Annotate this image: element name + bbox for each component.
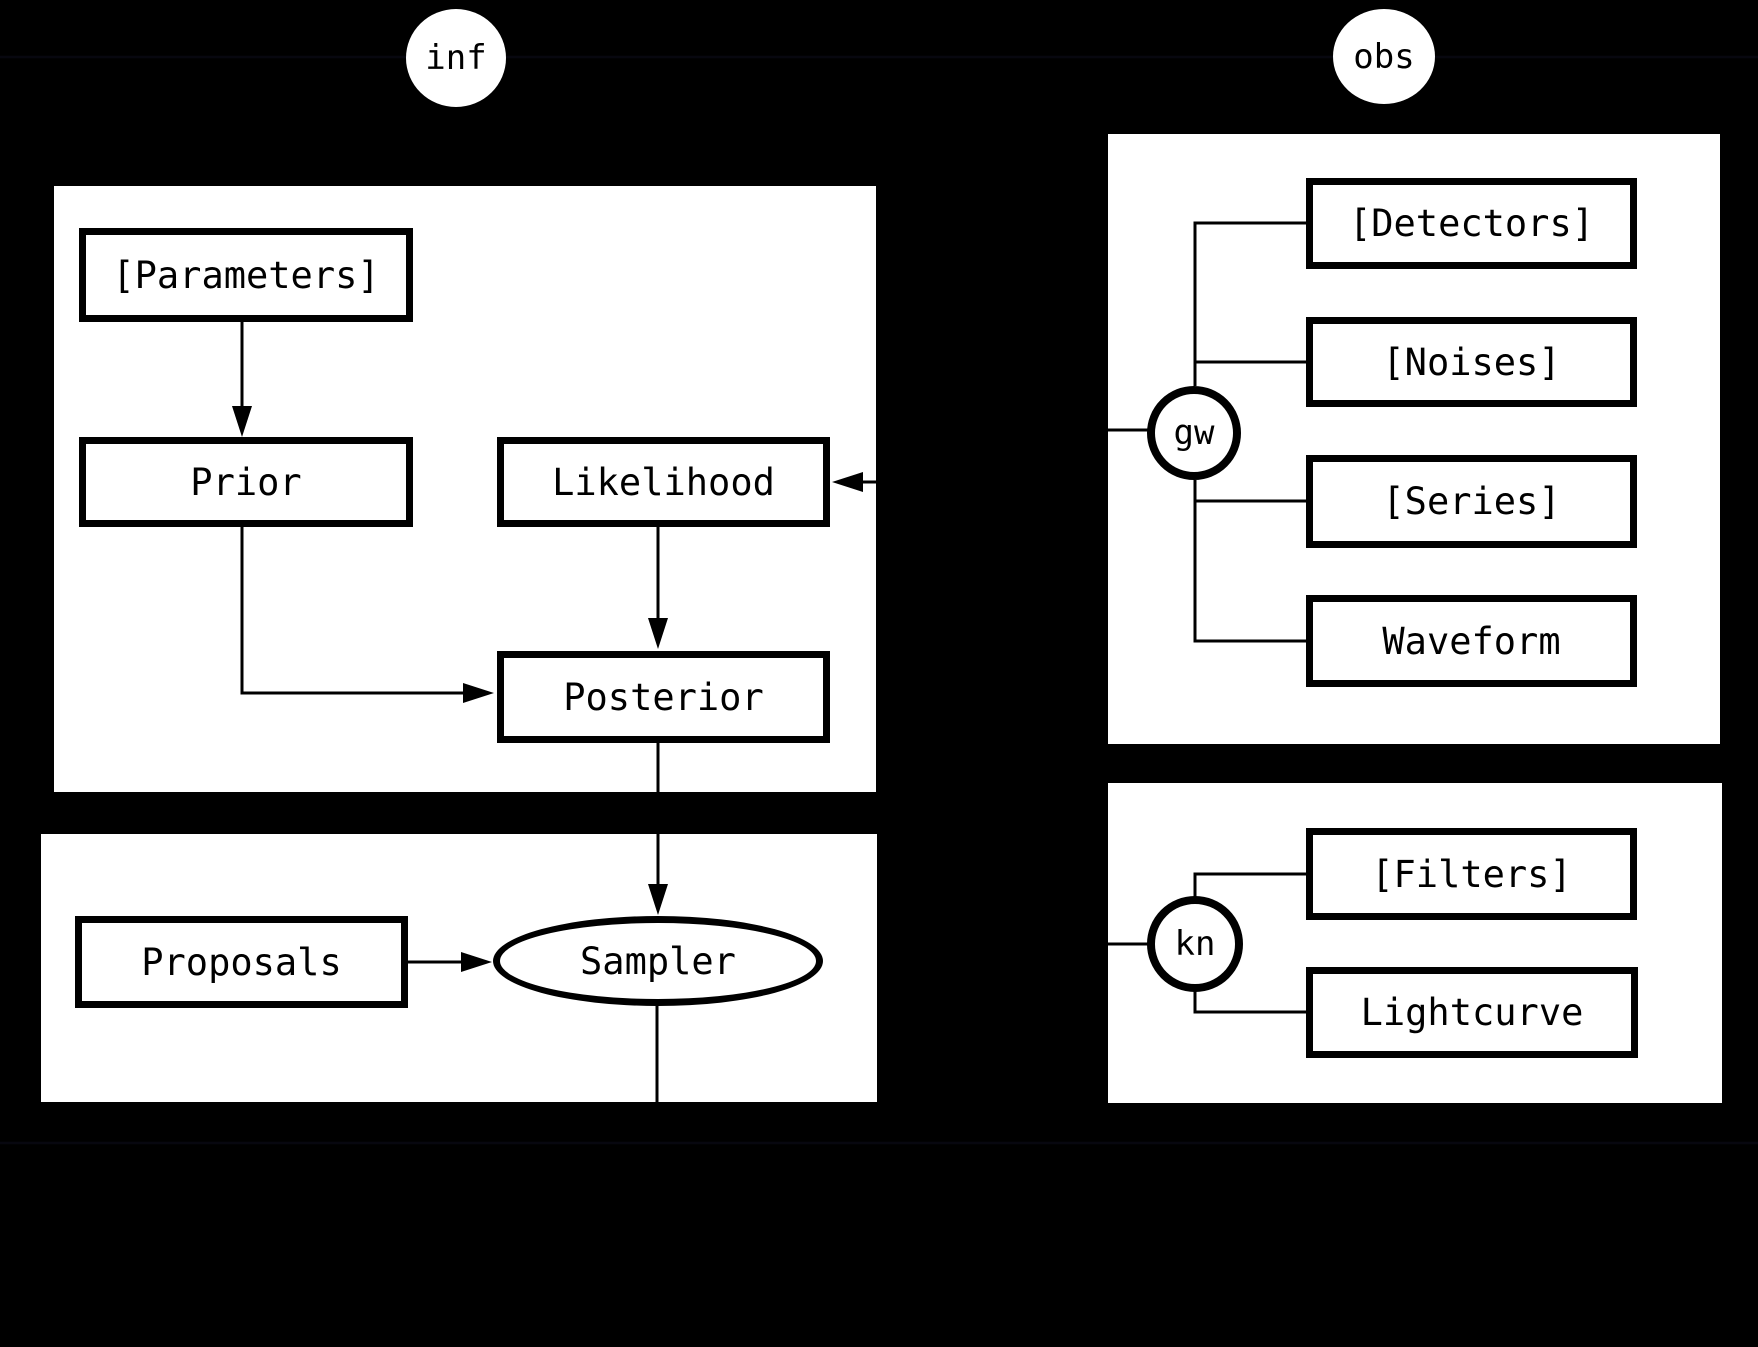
node-series: [Series] [1306, 455, 1637, 548]
gw-node-label: gw [1173, 413, 1215, 453]
kn-node-badge: kn [1147, 896, 1243, 992]
node-waveform: Waveform [1306, 595, 1637, 687]
node-detectors-label: [Detectors] [1348, 202, 1595, 245]
node-parameters: [Parameters] [79, 228, 413, 322]
node-posterior: Posterior [497, 651, 830, 743]
inf-group-badge: inf [406, 9, 506, 107]
node-filters: [Filters] [1306, 828, 1637, 920]
node-lightcurve: Lightcurve [1306, 967, 1638, 1058]
node-parameters-label: [Parameters] [112, 253, 380, 297]
node-filters-label: [Filters] [1371, 852, 1572, 896]
gw-node-badge: gw [1147, 386, 1241, 480]
node-proposals-label: Proposals [141, 940, 342, 984]
node-detectors: [Detectors] [1306, 178, 1637, 269]
node-series-label: [Series] [1382, 480, 1561, 523]
node-proposals: Proposals [75, 916, 408, 1008]
node-sampler-label: Sampler [580, 939, 736, 983]
node-likelihood: Likelihood [497, 437, 830, 527]
node-likelihood-label: Likelihood [552, 460, 775, 504]
node-sampler: Sampler [493, 916, 823, 1006]
inf-group-label: inf [425, 38, 487, 78]
node-prior: Prior [79, 437, 413, 527]
node-prior-label: Prior [190, 460, 302, 504]
obs-group-label: obs [1353, 36, 1415, 77]
obs-group-badge: obs [1333, 9, 1435, 104]
node-posterior-label: Posterior [563, 675, 764, 719]
node-lightcurve-label: Lightcurve [1360, 991, 1584, 1034]
kn-node-label: kn [1174, 924, 1216, 964]
node-noises-label: [Noises] [1382, 340, 1561, 384]
node-waveform-label: Waveform [1382, 619, 1561, 663]
node-noises: [Noises] [1306, 317, 1637, 407]
